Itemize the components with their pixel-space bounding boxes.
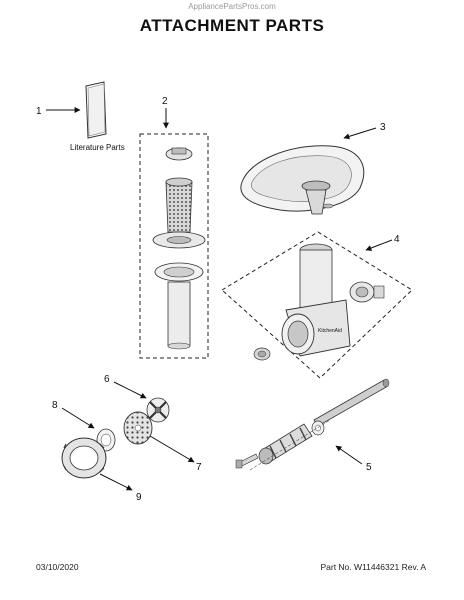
footer-date: 03/10/2020: [36, 562, 79, 572]
part-4-grinder-body: 4 KitchenAid: [221, 231, 413, 379]
part-6-blade: 6: [104, 374, 170, 423]
part-2-assembly: 2: [139, 96, 209, 359]
part-9-ring-nut: 9: [61, 437, 142, 503]
callout-4: 4: [394, 234, 400, 245]
callout-3: 3: [380, 122, 386, 133]
part-1-literature: 1 Literature Parts: [36, 81, 125, 152]
footer-part-number: Part No. W11446321 Rev. A: [320, 562, 426, 572]
watermark: AppliancePartsPros.com: [188, 2, 276, 11]
part-7-grinding-plate: 7: [123, 411, 202, 473]
part-5-auger-assembly: 5: [235, 378, 390, 473]
callout-2: 2: [162, 96, 168, 107]
brand-mark: KitchenAid: [318, 328, 342, 334]
callout-6: 6: [104, 374, 110, 385]
callout-1: 1: [36, 106, 42, 117]
literature-parts-label: Literature Parts: [70, 143, 125, 152]
callout-9: 9: [136, 492, 142, 503]
callout-7: 7: [196, 462, 202, 473]
callout-5: 5: [366, 462, 372, 473]
page-title: ATTACHMENT PARTS: [139, 16, 325, 35]
callout-8: 8: [52, 400, 58, 411]
part-3-food-tray: 3: [240, 122, 386, 215]
